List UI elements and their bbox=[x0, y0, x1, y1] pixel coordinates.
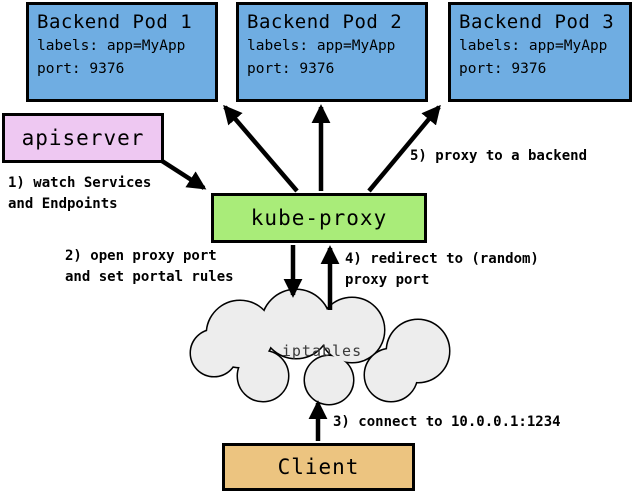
apiserver-label: apiserver bbox=[21, 126, 145, 150]
client-box: Client bbox=[222, 443, 415, 491]
annotation-step5: 5) proxy to a backend bbox=[410, 148, 588, 164]
pod-1-labels: labels: app=MyApp bbox=[37, 38, 186, 54]
pod-2-labels: labels: app=MyApp bbox=[247, 38, 396, 54]
arrow-kubeproxy-to-pod1 bbox=[223, 104, 299, 193]
annotation-step4: 4) redirect to (random) proxy port bbox=[345, 251, 539, 288]
kube-proxy-box: kube-proxy bbox=[211, 193, 427, 243]
backend-pod-3-box: Backend Pod 3 labels: app=MyApp port: 93… bbox=[448, 2, 632, 102]
apiserver-box: apiserver bbox=[2, 113, 164, 163]
client-label: Client bbox=[277, 455, 360, 479]
pod-3-title: Backend Pod 3 bbox=[459, 11, 615, 33]
pod-1-title: Backend Pod 1 bbox=[37, 11, 193, 33]
backend-pod-1-box: Backend Pod 1 labels: app=MyApp port: 93… bbox=[26, 2, 218, 102]
pod-3-port: port: 9376 bbox=[459, 61, 547, 77]
annotation-step1: 1) watch Services and Endpoints bbox=[8, 175, 152, 212]
iptables-cloud: iptables bbox=[189, 288, 451, 406]
pod-2-port: port: 9376 bbox=[247, 61, 335, 77]
iptables-label: iptables bbox=[282, 342, 362, 360]
pod-3-labels: labels: app=MyApp bbox=[459, 38, 608, 54]
kube-proxy-label: kube-proxy bbox=[250, 206, 388, 230]
backend-pod-2-box: Backend Pod 2 labels: app=MyApp port: 93… bbox=[236, 2, 428, 102]
pod-1-port: port: 9376 bbox=[37, 61, 125, 77]
annotation-step3: 3) connect to 10.0.0.1:1234 bbox=[333, 414, 561, 430]
annotation-step2: 2) open proxy port and set portal rules bbox=[65, 248, 234, 285]
arrow-apiserver-to-kubeproxy bbox=[160, 159, 207, 190]
pod-2-title: Backend Pod 2 bbox=[247, 11, 403, 33]
